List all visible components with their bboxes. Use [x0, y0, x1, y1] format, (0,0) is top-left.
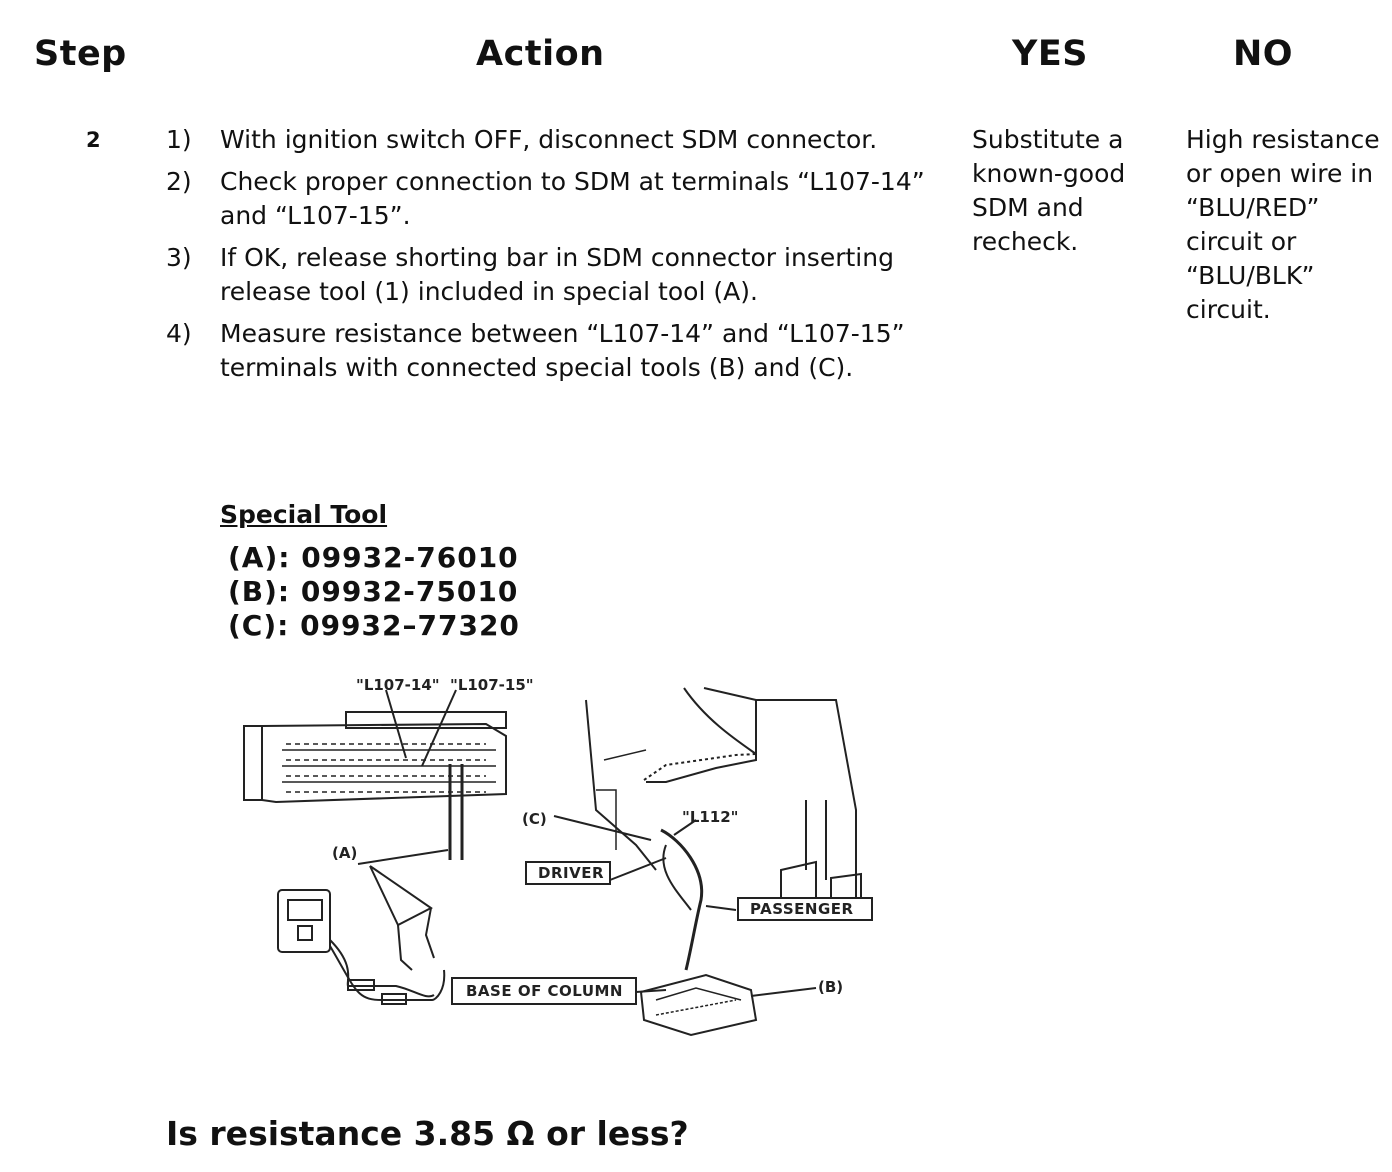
terminal-14-label: "L107-14": [356, 676, 440, 694]
tool-b-label: (B): [818, 978, 843, 996]
special-tool-item: (B): 09932-75010: [228, 575, 519, 608]
header-step: Step: [34, 34, 127, 74]
action-item: 4) Measure resistance between “L107-14” …: [166, 317, 941, 385]
yes-result: Substitute a known-good SDM and recheck.: [972, 125, 1126, 256]
action-text: Check proper connection to SDM at termin…: [220, 167, 925, 230]
action-item: 2) Check proper connection to SDM at ter…: [166, 165, 941, 233]
action-number: 4): [166, 319, 192, 348]
step-number: 2: [86, 128, 101, 152]
wiring-diagram: "L107-14" "L107-15" (A) (C) "L112" (B) D…: [243, 676, 873, 1037]
tool-a-label: (A): [332, 844, 357, 862]
probe-plug: [347, 979, 375, 991]
brake-pedal: [780, 860, 817, 904]
special-tool-title: Special Tool: [220, 500, 388, 529]
question: Is resistance 3.85 Ω or less?: [166, 1114, 689, 1153]
special-tool-item: (A): 09932-76010: [228, 541, 519, 574]
connector-end-cap: [243, 725, 263, 801]
driver-label-box: [525, 861, 611, 885]
no-result: High resistance or open wire in “BLU/RED…: [1186, 125, 1380, 324]
action-number: 3): [166, 243, 192, 272]
action-item: 1) With ignition switch OFF, disconnect …: [166, 123, 941, 157]
connector-latch: [345, 711, 507, 729]
tool-c-label: (C): [522, 810, 547, 828]
multimeter: [277, 889, 331, 953]
action-text: If OK, release shorting bar in SDM conne…: [220, 243, 894, 306]
base-of-column-label-box: [451, 977, 637, 1005]
header-yes: YES: [1012, 34, 1088, 74]
sdm-connector: [261, 722, 507, 804]
special-tool-item: (C): 09932–77320: [228, 609, 520, 642]
special-tool-list: (A): 09932-76010 (B): 09932-75010 (C): 0…: [228, 541, 520, 643]
probe-plug: [381, 993, 407, 1005]
header-no: NO: [1233, 34, 1294, 74]
header-action: Action: [476, 34, 605, 74]
action-text: With ignition switch OFF, disconnect SDM…: [220, 125, 878, 154]
passenger-label: PASSENGER: [750, 900, 854, 918]
driver-label: DRIVER: [538, 864, 604, 882]
action-list: 1) With ignition switch OFF, disconnect …: [166, 123, 941, 393]
base-of-column-label: BASE OF COLUMN: [466, 982, 623, 1000]
terminal-15-label: "L107-15": [450, 676, 534, 694]
connector-l112-label: "L112": [682, 808, 739, 826]
action-text: Measure resistance between “L107-14” and…: [220, 319, 905, 382]
action-number: 1): [166, 125, 192, 154]
tool-b-block: [639, 973, 758, 1037]
action-item: 3) If OK, release shorting bar in SDM co…: [166, 241, 941, 309]
action-number: 2): [166, 167, 192, 196]
passenger-label-box: [737, 897, 873, 921]
